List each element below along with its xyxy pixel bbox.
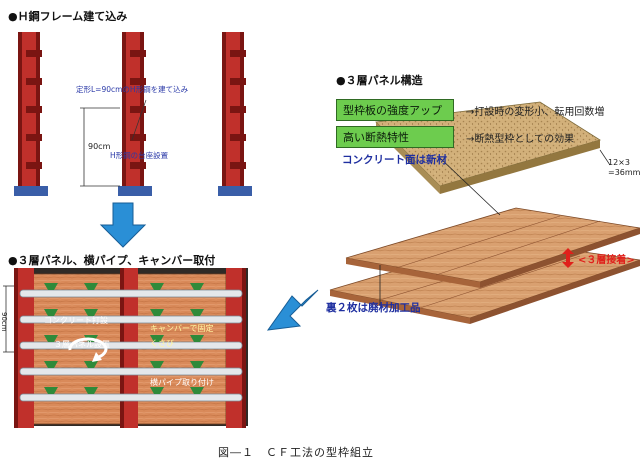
label-panel-install: ３層パネル設置 bbox=[54, 340, 110, 349]
diagonal-arrow-icon bbox=[266, 289, 319, 331]
section1-title: ●Ｈ鋼フレーム建て込み bbox=[8, 10, 128, 23]
thickness-label-2: =36mm bbox=[608, 168, 640, 177]
h-beam-column-3 bbox=[218, 32, 252, 196]
effect-label-strength: →打設時の変形小、転用回数増 bbox=[466, 107, 605, 118]
label-camber-fix: キャンバーで固定 bbox=[150, 324, 214, 333]
thickness-leader bbox=[599, 149, 611, 166]
dimension-line-90cm-top bbox=[80, 107, 120, 187]
feature-label-insulation: 高い断熱特性 bbox=[336, 126, 454, 148]
bond-double-arrow-icon bbox=[562, 248, 574, 268]
bonded-note: <３層接着> bbox=[578, 255, 635, 266]
label-wedge: くさび bbox=[150, 339, 174, 348]
down-arrow-icon bbox=[99, 202, 147, 248]
label-pipe-install: 横パイプ取り付け bbox=[150, 378, 214, 387]
dimension-label-bottom: 90cm bbox=[0, 312, 8, 332]
panel-layer-middle bbox=[345, 207, 640, 288]
thickness-label-1: 12×3 bbox=[608, 158, 630, 167]
dimension-line-90cm-bottom bbox=[3, 285, 14, 353]
label-concrete-pour: コンクリート打設 bbox=[44, 316, 108, 325]
back-layer-label: 裏２枚は廃材加工品 bbox=[326, 302, 421, 314]
dimension-label-top: 90cm bbox=[88, 142, 111, 151]
assembled-formwork bbox=[14, 268, 248, 428]
feature-label-strength: 型枠板の強度アップ bbox=[336, 99, 454, 121]
figure-caption: 図―１ ＣＦ工法の型枠組立 bbox=[218, 446, 374, 459]
note-h-beam-erect: 定形L=90cmのH形鋼を建て込み bbox=[76, 85, 189, 94]
h-beam-column-1 bbox=[14, 32, 48, 196]
section2-title: ●３層パネル構造 bbox=[336, 74, 423, 87]
section3-title: ●３層パネル、横パイプ、キャンバー取付 bbox=[8, 254, 216, 267]
concrete-face-label: コンクリート面は新材 bbox=[342, 154, 447, 166]
effect-label-insulation: →断熱型枠としての効果 bbox=[466, 134, 575, 145]
h-beam-column-2 bbox=[118, 32, 152, 196]
leader-line bbox=[131, 99, 147, 141]
note-base-install: H形鋼の台座設置 bbox=[110, 151, 169, 160]
concrete-face-leader bbox=[439, 157, 501, 216]
